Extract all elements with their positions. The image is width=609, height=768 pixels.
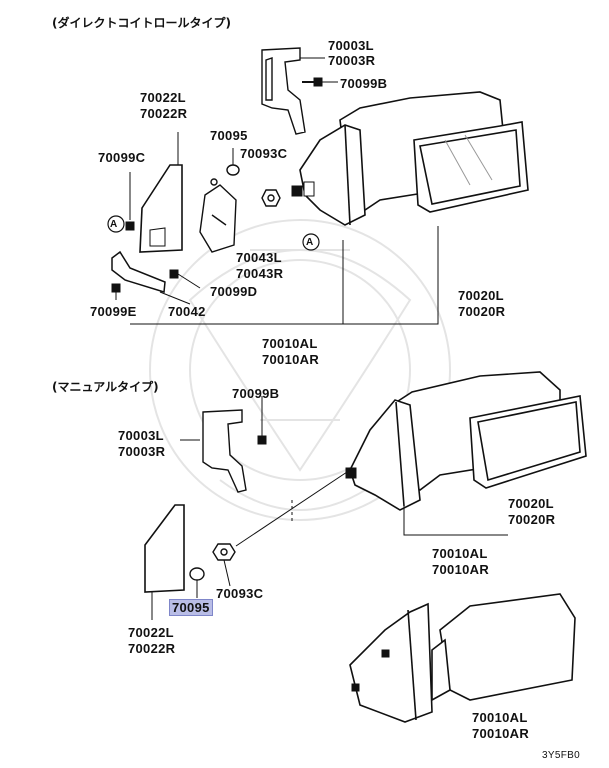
assembly-bracket-top — [130, 226, 439, 325]
cover-70022-top — [139, 164, 183, 253]
part-label: 70010AR — [432, 562, 490, 577]
leader-nut-mid — [235, 469, 351, 547]
assembly-bracket-mid — [291, 500, 508, 536]
grommet-70095-mid — [189, 567, 205, 598]
part-label: 70093C — [240, 146, 288, 161]
part-label: 70042 — [168, 304, 206, 319]
ref-marker-a1-label: A — [110, 219, 118, 230]
part-label: 70003L — [118, 428, 164, 443]
part-label: 70093C — [216, 586, 264, 601]
lever-70042 — [111, 250, 166, 293]
part-label-highlighted[interactable]: 70095 — [169, 599, 213, 616]
screw-70099d-top — [169, 269, 201, 289]
part-label: 70003L — [328, 38, 374, 53]
part-label: 70010AR — [262, 352, 320, 367]
mirror-studs-bottom — [351, 649, 390, 692]
mirror-assembly-top — [299, 91, 529, 226]
mirror-pivot-mid — [345, 467, 357, 479]
nut-70093c-mid — [212, 543, 236, 587]
part-label: 70010AR — [472, 726, 530, 741]
screw-70099c-top — [125, 172, 135, 231]
part-label: 70022R — [140, 106, 188, 121]
part-label: 70010AL — [432, 546, 488, 561]
grommet-70095-top — [226, 148, 240, 176]
ref-marker-a2-label: A — [306, 237, 314, 248]
screw-70099b-mid — [257, 396, 267, 445]
mirror-pivot-top — [291, 181, 315, 197]
ref-marker-a1 — [107, 215, 125, 233]
cover-70022-mid — [144, 504, 185, 593]
part-label: 70043R — [236, 266, 284, 281]
part-label: 70022L — [140, 90, 186, 105]
part-label: 70010AL — [262, 336, 318, 351]
part-label: 70020L — [458, 288, 504, 303]
mirror-assembly-bottom — [349, 593, 576, 723]
section-title-direct: (ダイレクトコイトロールタイプ) — [52, 16, 231, 30]
nut-70093c-top — [261, 189, 281, 207]
watermark-emblem — [149, 219, 451, 521]
part-label: 70099E — [90, 304, 137, 319]
part-label: 70099B — [232, 386, 280, 401]
part-label: 70022L — [128, 625, 174, 640]
part-label: 70095 — [210, 128, 248, 143]
part-label: 70099B — [340, 76, 388, 91]
plate-70043-top — [199, 178, 237, 253]
bracket-70003-top — [261, 47, 306, 135]
part-label: 70003R — [328, 53, 376, 68]
part-label: 70099D — [210, 284, 258, 299]
part-label: 70020L — [508, 496, 554, 511]
part-label: 70043L — [236, 250, 282, 265]
section-title-manual: (マニュアルタイプ) — [52, 380, 159, 394]
part-label: 70020R — [458, 304, 506, 319]
part-label: 70010AL — [472, 710, 528, 725]
screw-70099b-top — [302, 77, 338, 87]
part-label: 70022R — [128, 641, 176, 656]
part-label: 70003R — [118, 444, 166, 459]
bracket-70003-mid — [202, 409, 247, 493]
part-label: 70099C — [98, 150, 146, 165]
part-label: 70020R — [508, 512, 556, 527]
leader-70042 — [159, 291, 191, 305]
diagram-code: 3Y5FB0 — [542, 750, 580, 761]
screw-70099e — [111, 283, 121, 300]
ref-marker-a2 — [302, 233, 320, 251]
mirror-assembly-mid — [349, 371, 587, 511]
